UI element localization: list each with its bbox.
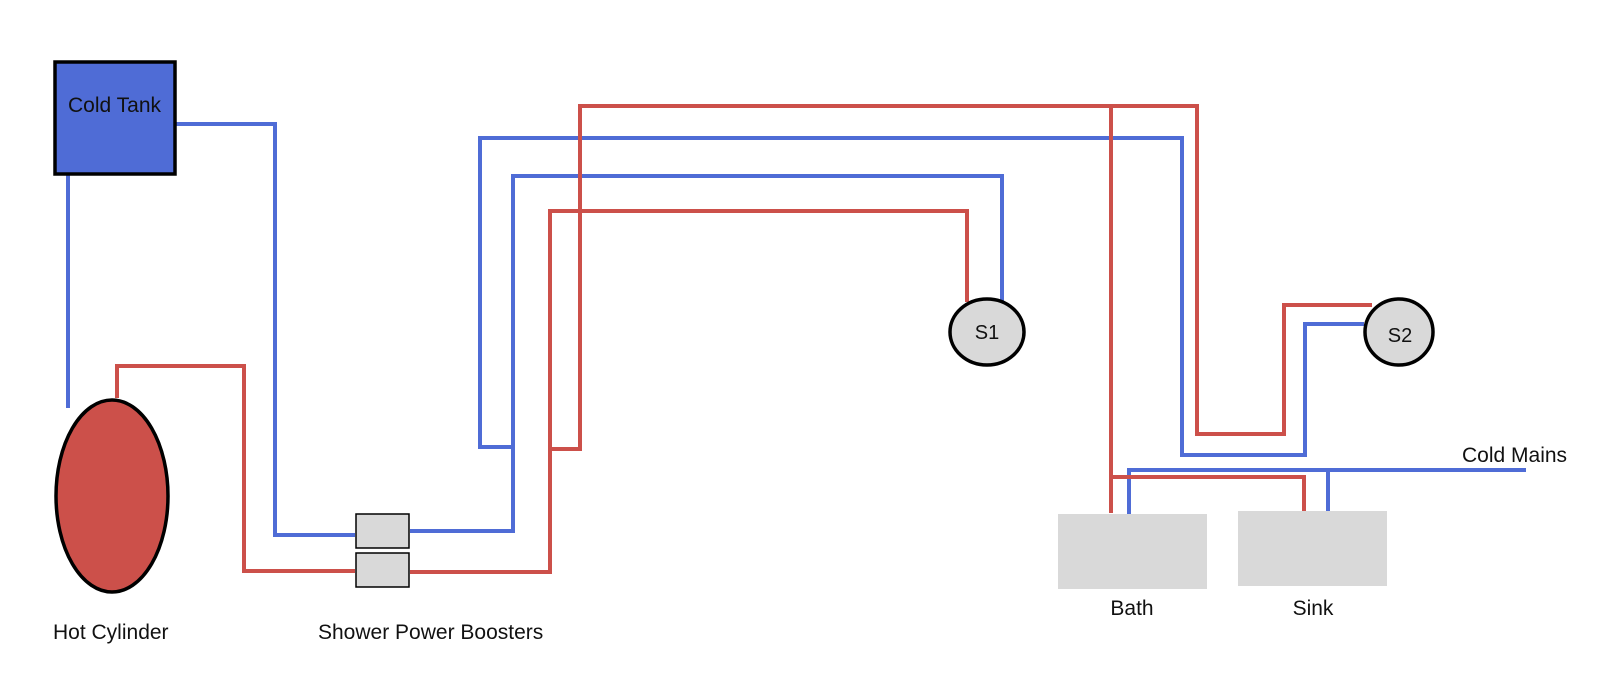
cold-pipe-branch-to-s2 — [478, 136, 1364, 457]
shower-s2: S2 — [1363, 297, 1435, 367]
bath-label: Bath — [1110, 597, 1153, 620]
sink-label: Sink — [1293, 597, 1334, 620]
hot-cylinder-body — [54, 398, 170, 594]
hot-pipe-booster-to-s1 — [410, 209, 969, 574]
hot-cylinder: Hot Cylinder — [53, 398, 170, 644]
shower-s1-label: S1 — [975, 322, 999, 344]
shower-s2-body — [1363, 297, 1435, 367]
hot-pipe-branch-to-s2 — [550, 104, 1372, 451]
booster-cold — [355, 513, 410, 549]
hot-pipe-cylinder-to-booster — [115, 364, 355, 573]
cold-pipe-booster-to-s1 — [410, 174, 1004, 533]
cold-pipes — [66, 122, 1526, 537]
hot-cylinder-label: Hot Cylinder — [53, 621, 169, 644]
bath: Bath — [1058, 514, 1207, 620]
shower-power-boosters: Shower Power Boosters — [318, 513, 543, 644]
sink-box — [1238, 511, 1387, 586]
cold-pipe-tank-to-booster — [174, 122, 355, 537]
cold-mains-label: Cold Mains — [1462, 444, 1567, 467]
cold-tank: Cold Tank — [53, 60, 177, 176]
cold-mains-pipe — [1127, 468, 1526, 514]
hot-pipes — [115, 104, 1372, 574]
cold-tank-box — [53, 60, 177, 176]
bath-box — [1058, 514, 1207, 589]
shower-s2-label: S2 — [1388, 325, 1412, 347]
hot-pipe-sink — [1111, 475, 1306, 511]
boosters-label: Shower Power Boosters — [318, 621, 543, 644]
shower-s1-body — [948, 297, 1026, 367]
shower-s1: S1 — [948, 297, 1026, 367]
booster-hot — [355, 552, 410, 588]
sink: Sink — [1238, 511, 1387, 620]
cold-tank-label: Cold Tank — [68, 94, 162, 117]
